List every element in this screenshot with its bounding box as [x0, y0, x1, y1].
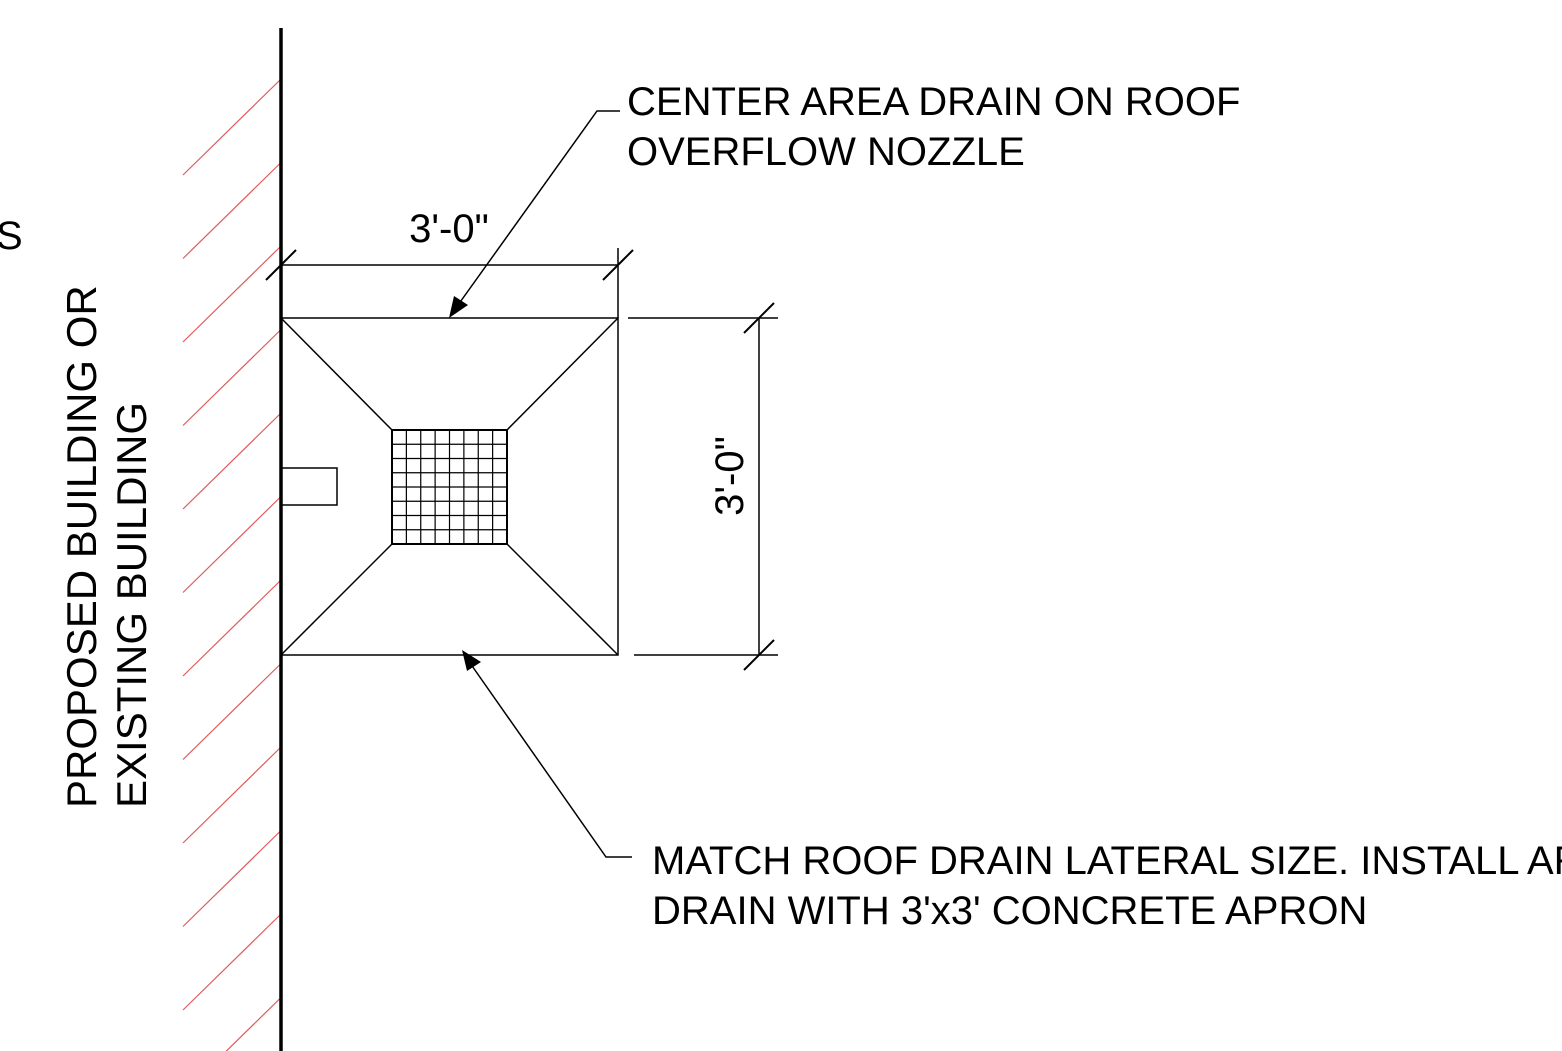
hatch-line	[182, 497, 281, 593]
wall-label-line-2: EXISTING BUILDING	[108, 402, 155, 808]
width-dimension-label: 3'-0"	[409, 207, 489, 251]
hatch-line	[182, 163, 281, 259]
hatch-line	[182, 330, 281, 426]
top-leader-arrowhead	[449, 296, 468, 318]
wall-label-line-1: PROPOSED BUILDING OR	[58, 285, 105, 808]
apron-slope-lines	[280, 317, 619, 656]
bottom-note-line-1: MATCH ROOF DRAIN LATERAL SIZE. INSTALL A…	[652, 839, 1562, 883]
drain-grate	[391, 429, 508, 545]
bottom-leader-arrowhead	[462, 650, 481, 671]
bottom-note-line-2: DRAIN WITH 3'x3' CONCRETE APRON	[652, 889, 1367, 933]
concrete-apron-outline	[280, 317, 619, 656]
hatch-line	[182, 413, 281, 510]
bottom-note-leader	[469, 662, 632, 858]
hatch-line	[182, 580, 281, 677]
hatch-line	[182, 831, 281, 927]
top-note-line-2: OVERFLOW NOZZLE	[627, 130, 1025, 174]
top-note-line-1: CENTER AREA DRAIN ON ROOF	[627, 80, 1240, 124]
top-note-leader	[457, 110, 620, 306]
horizontal-dimension	[265, 248, 634, 318]
height-dimension-label: 3'-0"	[708, 436, 752, 516]
hatch-line	[182, 664, 281, 760]
hatch-line	[182, 79, 281, 176]
vertical-dimension	[628, 302, 778, 671]
wall-hatch	[182, 79, 281, 1051]
hatch-line	[182, 246, 281, 343]
hatch-line	[182, 747, 281, 844]
overflow-nozzle-stub	[281, 467, 338, 506]
hatch-line	[225, 998, 281, 1051]
edge-text-fragment: S	[0, 214, 23, 258]
hatch-line	[182, 914, 281, 1011]
